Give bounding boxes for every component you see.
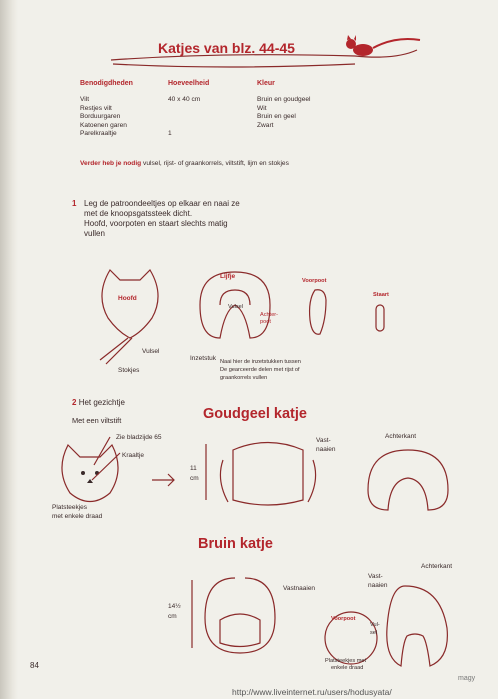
bruin-size-unit: cm bbox=[168, 613, 177, 620]
page-title: Katjes van blz. 44-45 bbox=[158, 40, 295, 56]
bruin-title: Bruin katje bbox=[198, 536, 273, 552]
material-item: Vilt bbox=[80, 96, 90, 103]
label-stokjes: Stokjes bbox=[118, 367, 140, 374]
label-lijfje: Lijfje bbox=[220, 273, 236, 280]
extra-materials: Verder heb je nodig vulsel, rijst- of gr… bbox=[80, 160, 289, 167]
label-hoofd: Hoofd bbox=[118, 295, 137, 302]
material-quantity: 40 x 40 cm bbox=[168, 96, 201, 103]
step1-line: Hoofd, voorpoten en staart slechts matig bbox=[84, 219, 228, 228]
fig1-note-line: Naai hier de inzetstukken tussen bbox=[220, 359, 301, 365]
bruin-platsteekjes-2: enkele draad bbox=[331, 665, 363, 671]
label-platsteekjes-1: Platsteekjes bbox=[52, 504, 88, 511]
figure-1-assembly: Hoofd Vulsel Stokjes Lijfje Vulsel Achte… bbox=[99, 269, 389, 381]
step1-text: Leg de patroondeeltjes op elkaar en naai… bbox=[84, 199, 314, 239]
front-paw-piece: Voorpoot bbox=[302, 278, 327, 335]
material-color: Wit bbox=[257, 104, 267, 112]
material-color: Bruin en goudgeel bbox=[257, 96, 311, 103]
signature: magy bbox=[458, 675, 476, 682]
material-quantity bbox=[168, 122, 238, 131]
bruin-vastnaaien2-2: naaien bbox=[368, 582, 388, 589]
watermark-url: http://www.liveinternet.ru/users/hodusya… bbox=[232, 687, 392, 697]
label-voorpoot: Voorpoot bbox=[302, 278, 327, 284]
materials-header-hoeveelheid: Hoeveelheid bbox=[168, 80, 210, 87]
label-vulsel-body: Vulsel bbox=[228, 304, 243, 310]
goudgeel-achterkant: Achterkant bbox=[385, 433, 416, 440]
step2-viltstift: Met een viltstift bbox=[72, 416, 122, 425]
figure-bruin: 14½ cm Vastnaaien Voorpoot Vul- sel Plat… bbox=[168, 563, 452, 671]
materials-header-kleur: Kleur bbox=[257, 80, 275, 87]
label-vulsel: Vulsel bbox=[142, 348, 160, 355]
label-platsteekjes-2: met enkele draad bbox=[52, 513, 103, 520]
label-inzetstuk: Inzetstuk bbox=[190, 355, 217, 362]
figure-goudgeel: 11 cm Vast- naaien Achterkant bbox=[190, 433, 449, 511]
bruin-vulsel-2: sel bbox=[370, 630, 377, 636]
extra-materials-text: vulsel, rijst- of graankorrels, viltstif… bbox=[143, 160, 289, 167]
material-item: Borduurgaren bbox=[80, 113, 121, 121]
label-achterpoot-1: Achter- bbox=[260, 312, 278, 318]
material-quantity bbox=[168, 105, 238, 114]
page-number: 84 bbox=[30, 661, 39, 670]
head-piece: Hoofd Vulsel Stokjes bbox=[99, 269, 160, 374]
bruin-vulsel-1: Vul- bbox=[370, 622, 380, 628]
bruin-vastnaaien: Vastnaaien bbox=[283, 585, 315, 592]
step1-line: met de knoopsgatssteek dicht. bbox=[84, 209, 193, 218]
body-piece: Lijfje Vulsel Achter- poot Inzetstuk bbox=[190, 271, 278, 362]
bruin-platsteekjes-1: Platsteekjes met bbox=[325, 658, 366, 664]
cat-icon bbox=[346, 35, 421, 56]
label-staart: Staart bbox=[373, 292, 389, 298]
material-color: Zwart bbox=[257, 121, 274, 129]
materials-items: Vilt Restjes vilt Borduurgaren Katoenen … bbox=[80, 96, 127, 139]
material-item: Parelkraaltje bbox=[80, 130, 117, 138]
goudgeel-size-unit: cm bbox=[190, 475, 199, 482]
step2-title: Het gezichtje bbox=[78, 398, 125, 407]
tail-piece: Staart bbox=[373, 292, 389, 332]
materials-colors: Bruin en goudgeel Wit Bruin en geel Zwar… bbox=[257, 96, 311, 130]
step1-line: vullen bbox=[84, 229, 105, 238]
label-kraaltje: Kraaltje bbox=[122, 452, 144, 459]
goudgeel-title: Goudgeel katje bbox=[203, 406, 307, 422]
step2-number: 2 bbox=[72, 398, 77, 407]
step1-line: Leg de patroondeeltjes op elkaar en naai… bbox=[84, 199, 240, 208]
goudgeel-vastnaaien-2: naaien bbox=[316, 446, 336, 453]
fig1-note-line: De gearceerde delen met rijst of bbox=[220, 367, 300, 373]
material-quantity bbox=[168, 113, 238, 122]
title-banner bbox=[110, 35, 421, 68]
fig1-note-line: graankorrels vullen bbox=[220, 375, 267, 381]
goudgeel-vastnaaien-1: Vast- bbox=[316, 437, 331, 444]
material-quantity: 1 bbox=[168, 130, 172, 138]
label-achterpoot-2: poot bbox=[260, 319, 271, 325]
bruin-vastnaaien2-1: Vast- bbox=[368, 573, 383, 580]
bruin-size-value: 14½ bbox=[168, 602, 181, 610]
bruin-achterkant: Achterkant bbox=[421, 563, 452, 570]
material-item: Restjes vilt bbox=[80, 104, 112, 112]
arrow-icon bbox=[152, 473, 175, 487]
bruin-voorpoot: Voorpoot bbox=[331, 616, 356, 622]
materials-quantities: 40 x 40 cm 1 bbox=[168, 96, 238, 139]
book-binding-shadow bbox=[0, 0, 18, 699]
step1-number: 1 bbox=[72, 199, 77, 208]
material-color: Bruin en geel bbox=[257, 113, 296, 121]
extra-materials-label: Verder heb je nodig bbox=[80, 160, 142, 167]
materials-header-benodigdheden: Benodigdheden bbox=[80, 80, 133, 87]
figure-face: Zie bladzijde 65 Kraaltje Platsteekjes m… bbox=[52, 434, 162, 520]
label-zie-bladzijde: Zie bladzijde 65 bbox=[116, 434, 162, 441]
material-item: Katoenen garen bbox=[80, 121, 127, 129]
step2-heading: 2 Het gezichtje bbox=[72, 398, 125, 408]
goudgeel-size-value: 11 bbox=[190, 465, 197, 472]
